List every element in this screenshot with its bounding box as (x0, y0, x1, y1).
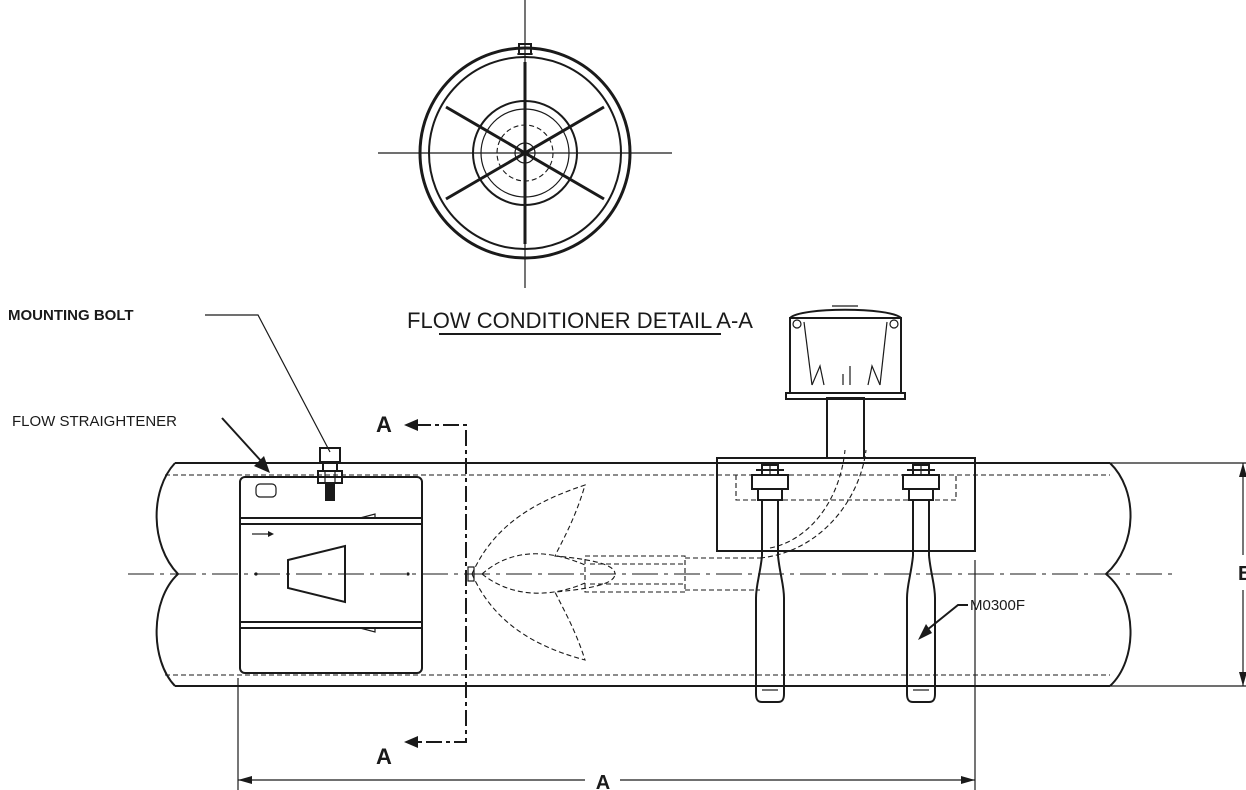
model-label: M0300F (970, 597, 1025, 614)
dimension-diameter (1110, 462, 1246, 687)
section-marker-bottom: A (376, 744, 392, 769)
model-arrow-icon (918, 624, 932, 640)
flow-conditioner-detail: FLOW CONDITIONER DETAIL A-A (378, 0, 753, 335)
main-pipe (128, 462, 1178, 687)
clamp-rod-left (751, 464, 789, 703)
electronics-head (785, 305, 906, 459)
flow-straightener-label: FLOW STRAIGHTENER (12, 413, 177, 430)
detail-pipe-inner-wall (428, 56, 622, 250)
dimension-length (237, 560, 976, 790)
section-marker-top: A (376, 412, 392, 437)
flow-straightener-leader (221, 417, 263, 463)
section-line (404, 419, 467, 748)
flow-straightener (239, 476, 423, 674)
mounting-bolt-leader (205, 314, 331, 453)
flow-straightener-cone (287, 544, 346, 604)
dimension-length-label: A (596, 772, 610, 790)
model-leader (926, 604, 968, 631)
section-arrow-bottom-icon (404, 736, 418, 748)
mounting-bolt-label: MOUNTING BOLT (8, 307, 134, 324)
detail-title: FLOW CONDITIONER DETAIL A-A (407, 308, 753, 333)
dimension-diameter-label: B (1238, 563, 1246, 585)
mounting-bolt (317, 447, 343, 501)
detail-pipe-outer-wall (418, 46, 632, 260)
meter-rotor (467, 484, 760, 661)
flow-straightener-arrow-icon (254, 456, 270, 473)
clamp-rod-right (902, 464, 940, 703)
section-arrow-top-icon (404, 419, 418, 431)
saddle-housing (716, 449, 976, 559)
detail-vanes (445, 62, 605, 244)
